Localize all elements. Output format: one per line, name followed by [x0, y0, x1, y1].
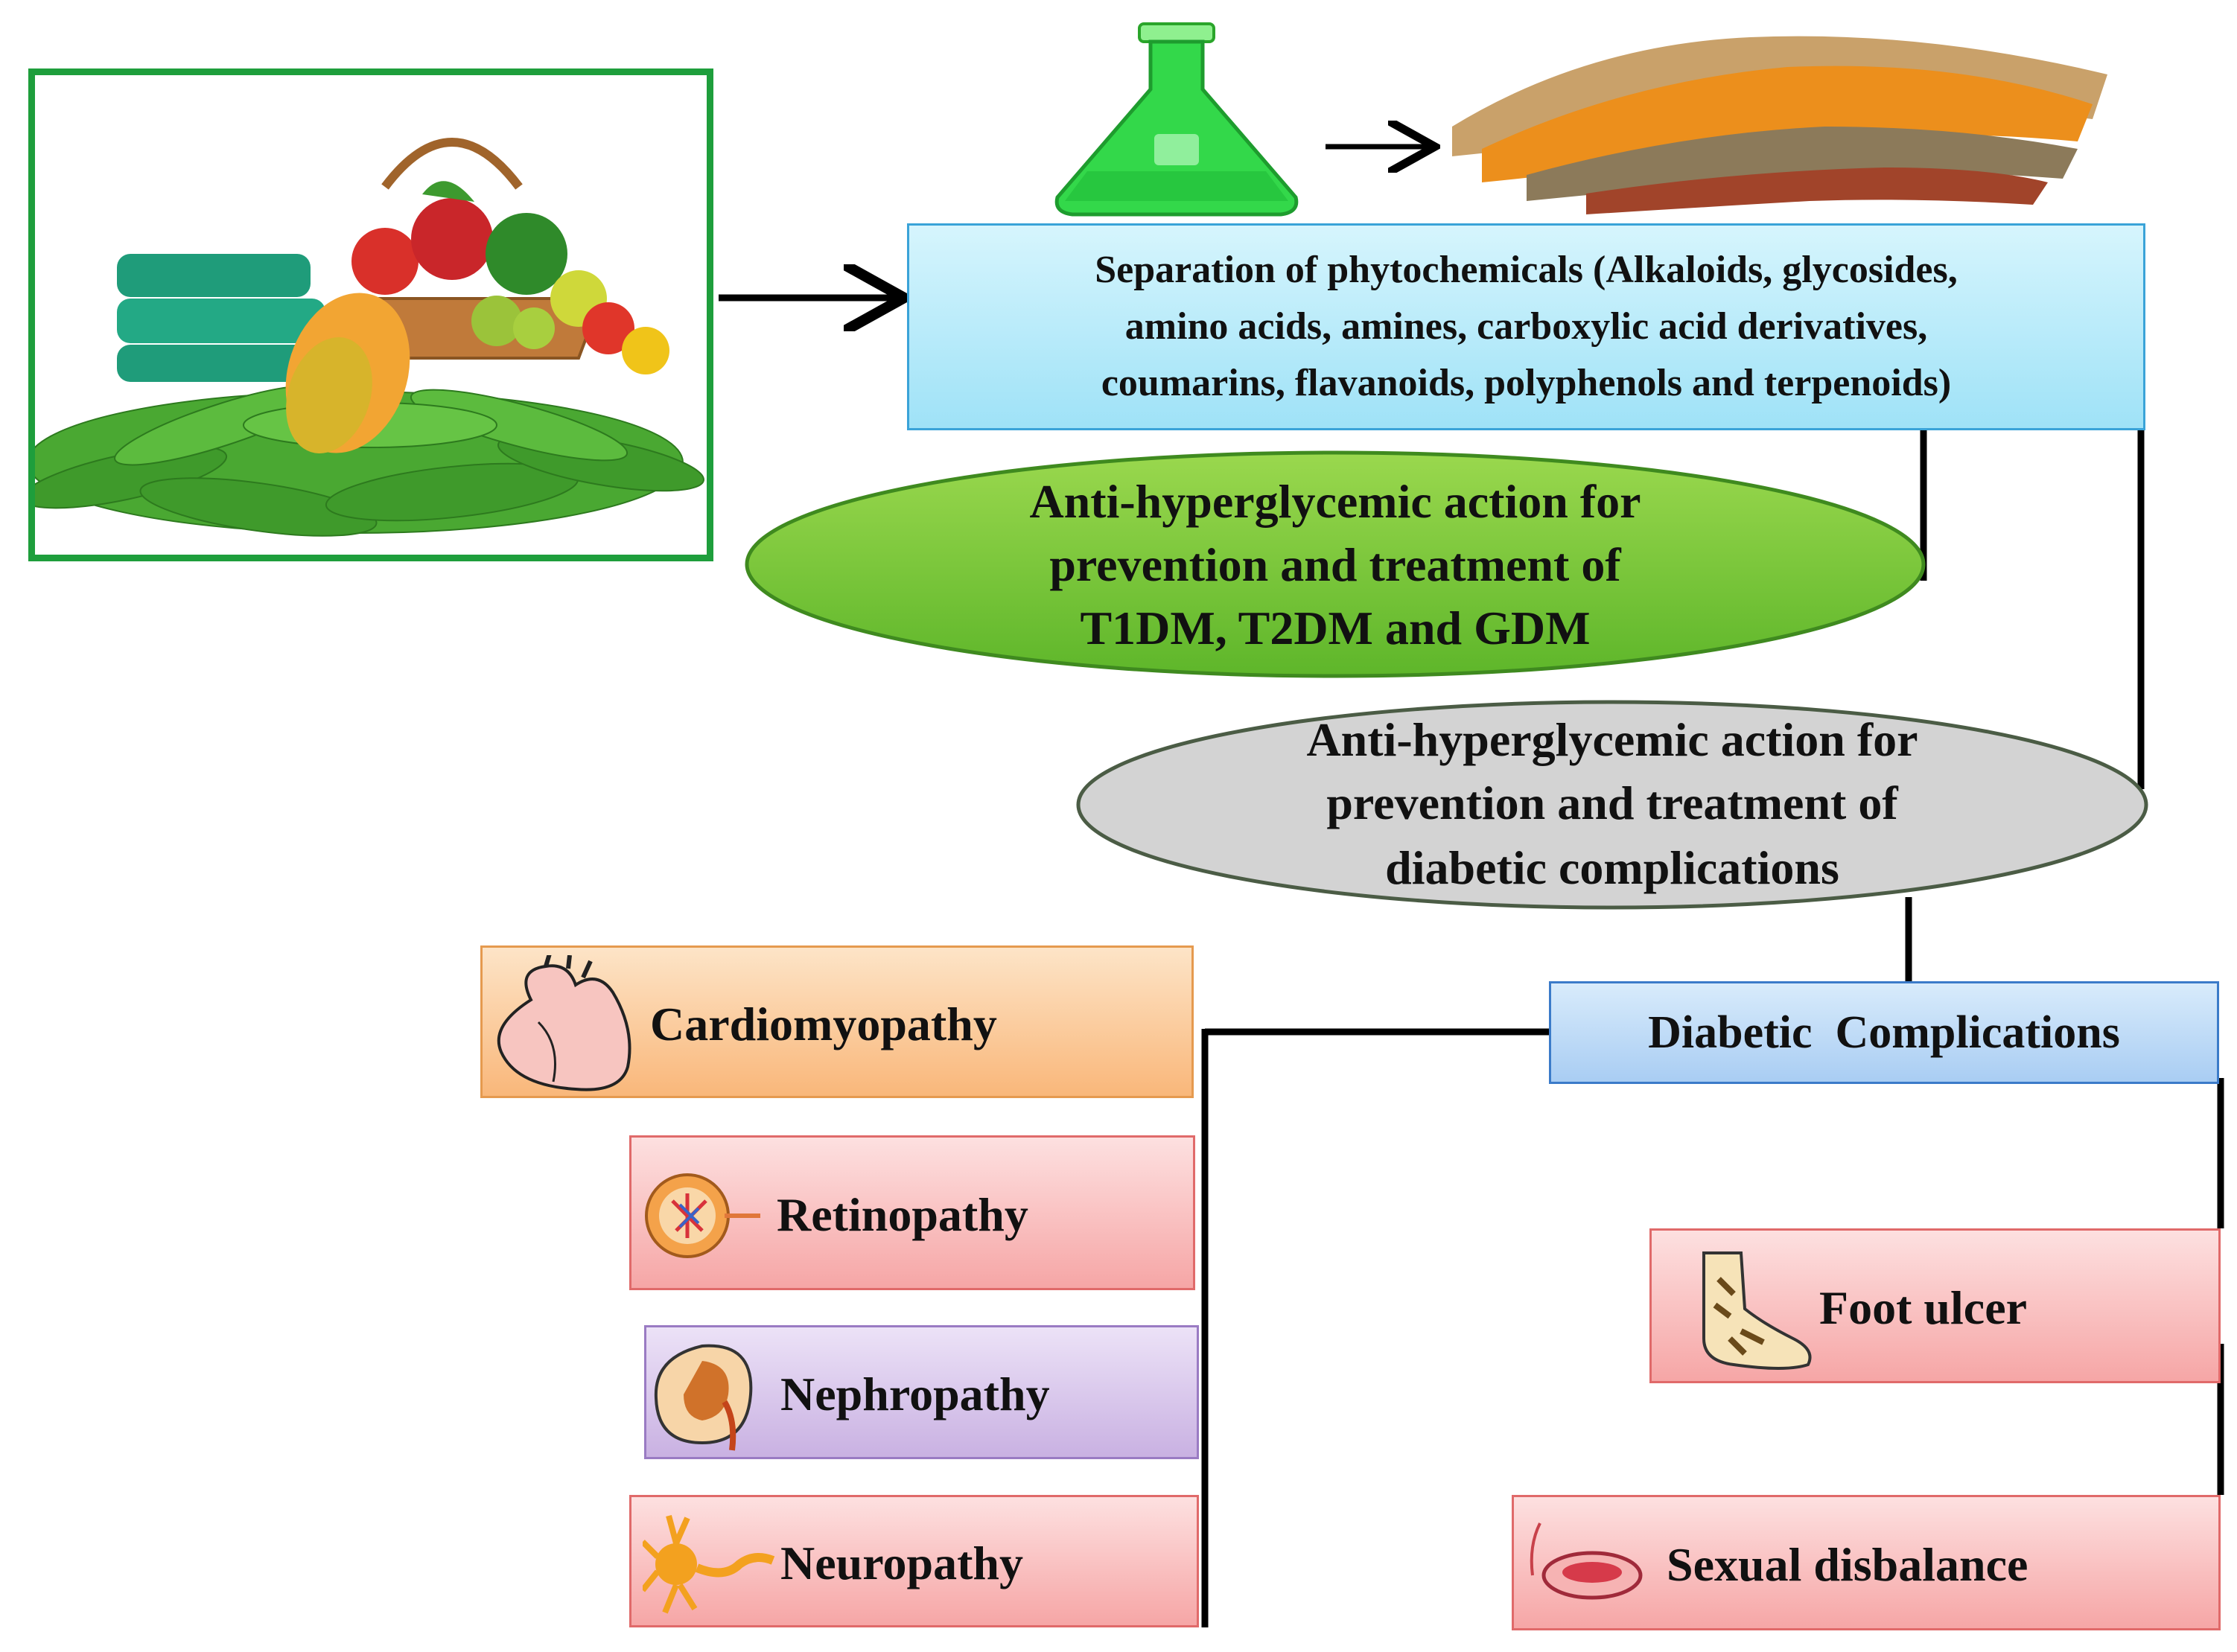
foot-icon — [1702, 1251, 1812, 1370]
separation-line-3: coumarins, flavanoids, polyphenols and t… — [1101, 362, 1952, 404]
sexual-disbalance-label: Sexual disbalance — [1667, 1538, 2028, 1591]
source-image-frame — [28, 68, 713, 561]
complication-neuropathy: Neuropathy — [629, 1495, 1199, 1627]
reproductive-organ-icon — [1530, 1522, 1643, 1600]
separation-line-2: amino acids, amines, carboxylic acid der… — [1124, 305, 1928, 348]
diabetic-complications-title: Diabetic Complications — [1648, 1007, 2120, 1058]
kidney-icon — [654, 1344, 753, 1451]
separation-line-1: Separation of phytochemicals (Alkaloids,… — [1095, 249, 1958, 291]
green-ellipse: Anti-hyperglycemic action for prevention… — [745, 450, 1926, 678]
retinopathy-label: Retinopathy — [777, 1188, 1028, 1241]
neuron-icon — [643, 1514, 775, 1614]
nephropathy-label: Nephropathy — [780, 1368, 1050, 1420]
neuropathy-label: Neuropathy — [780, 1537, 1023, 1589]
fruit-vegetable-basket-icon — [35, 138, 704, 537]
separation-box: Separation of phytochemicals (Alkaloids,… — [907, 223, 2145, 430]
grey-ellipse-line-3: diabetic complications — [1385, 841, 1839, 894]
cardiomyopathy-label: Cardiomyopathy — [650, 998, 997, 1050]
complication-sexual-disbalance: Sexual disbalance — [1512, 1495, 2221, 1630]
bitter-gourd-icon — [117, 254, 325, 382]
complication-cardiomyopathy: Cardiomyopathy — [480, 945, 1194, 1098]
green-ellipse-line-1: Anti-hyperglycemic action for — [1029, 475, 1641, 528]
conical-flask-icon — [1054, 22, 1299, 217]
heart-icon — [497, 955, 631, 1091]
complication-foot-ulcer: Foot ulcer — [1649, 1228, 2221, 1383]
herbal-powders-icon — [1452, 36, 2107, 214]
basket-icon — [346, 138, 669, 374]
grey-ellipse-line-2: prevention and treatment of — [1326, 776, 1898, 829]
foot-ulcer-label: Foot ulcer — [1819, 1281, 2027, 1334]
mango-icon — [285, 293, 410, 453]
green-ellipse-line-2: prevention and treatment of — [1049, 538, 1621, 591]
complication-nephropathy: Nephropathy — [644, 1325, 1199, 1459]
grey-ellipse: Anti-hyperglycemic action for prevention… — [1076, 700, 2148, 910]
diabetic-complications-box: Diabetic Complications — [1549, 981, 2219, 1084]
complication-retinopathy: Retinopathy — [629, 1135, 1195, 1290]
green-ellipse-line-3: T1DM, T2DM and GDM — [1080, 602, 1590, 654]
eye-icon — [645, 1173, 760, 1258]
grey-ellipse-line-1: Anti-hyperglycemic action for — [1306, 713, 1918, 766]
